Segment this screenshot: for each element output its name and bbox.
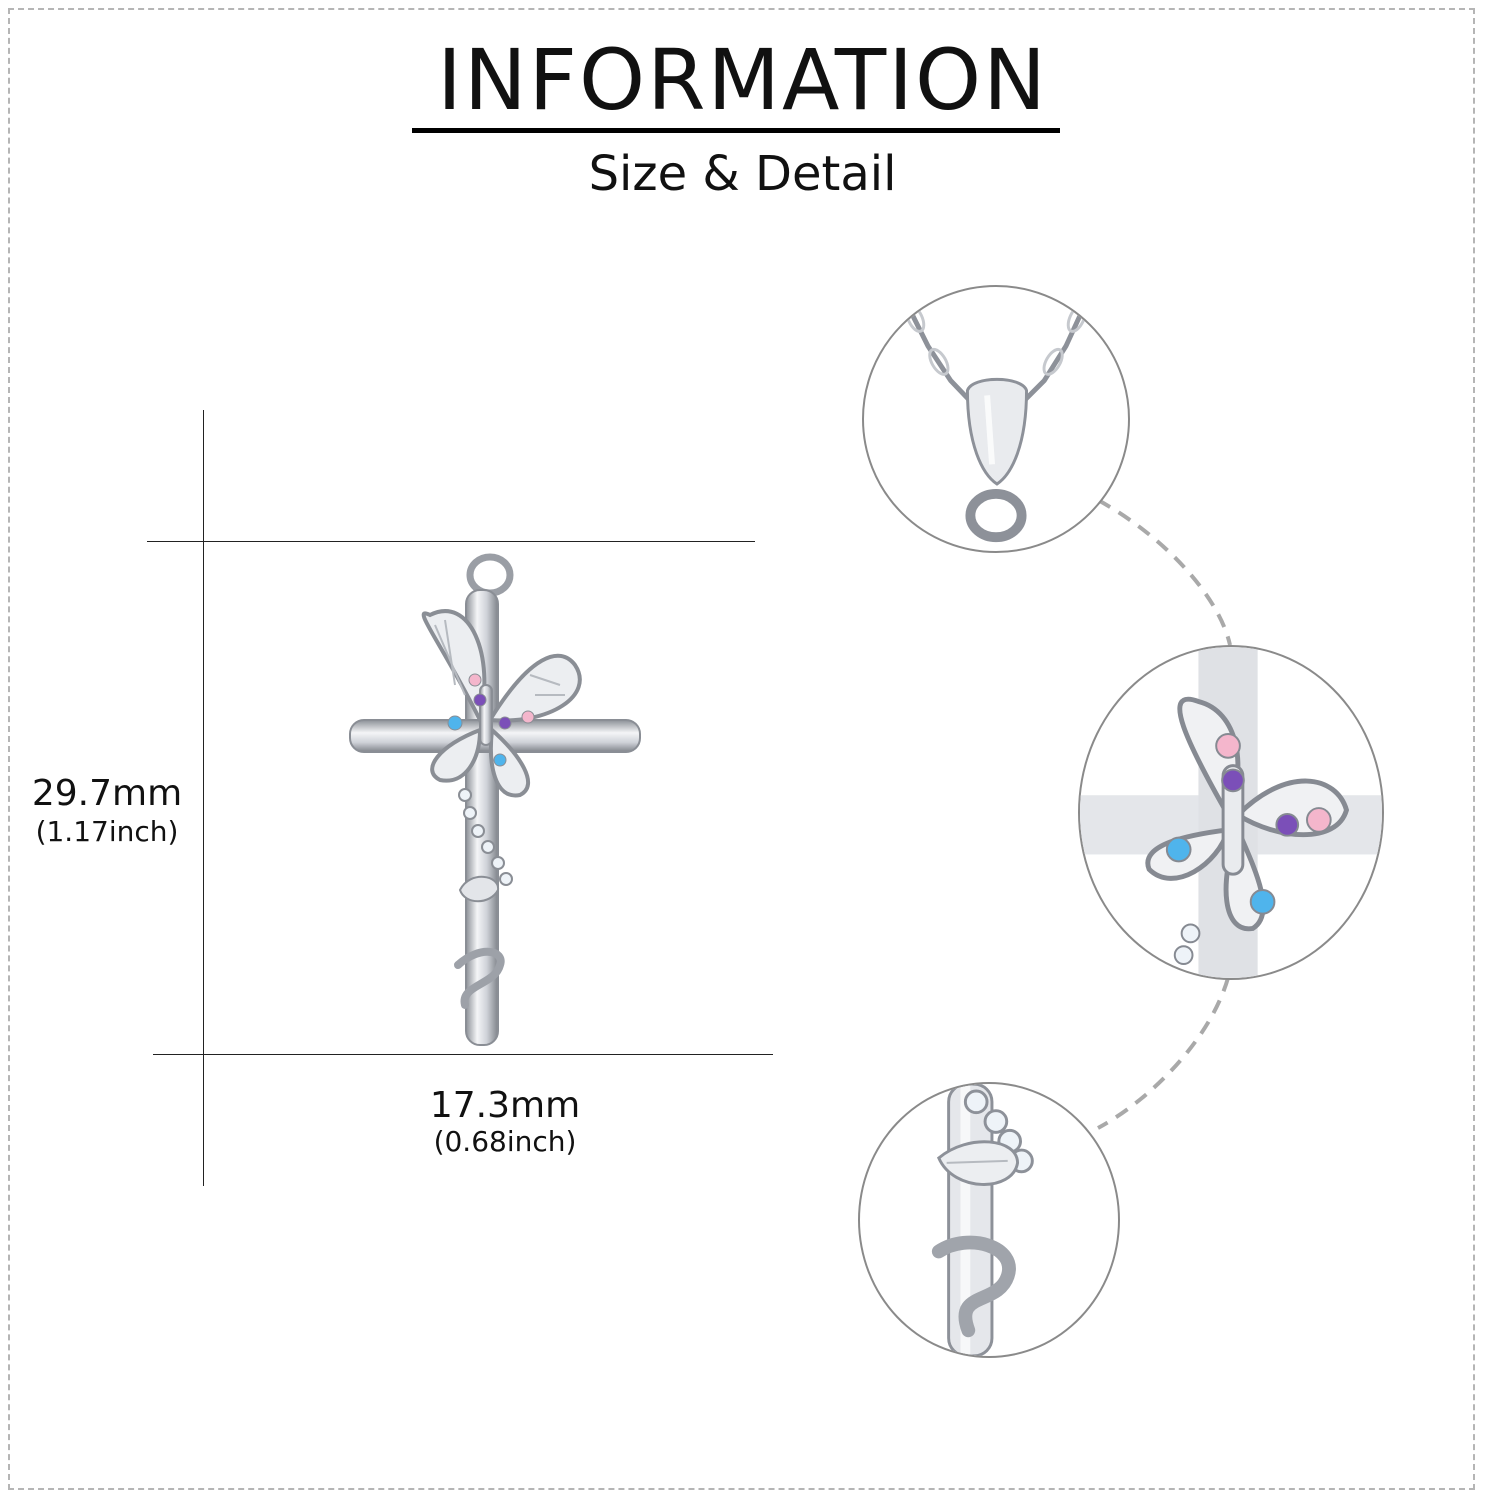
cross-butterfly-pendant-image (330, 545, 660, 1055)
bottom-guide-horizontal (153, 1054, 773, 1055)
vine-wrap-detail-image (858, 1082, 1120, 1358)
page-title: INFORMATION (437, 31, 1048, 129)
bail-chain-detail-image (862, 285, 1130, 553)
butterfly-detail-image (1078, 645, 1384, 980)
width-mm-label: 17.3mm (429, 1085, 581, 1126)
top-guide-horizontal (147, 541, 755, 542)
height-guide-vertical (203, 410, 204, 1186)
height-inch-label: (1.17inch) (35, 815, 179, 848)
title-underline (412, 128, 1060, 133)
page-border (8, 8, 1475, 1490)
height-mm-label: 29.7mm (31, 773, 183, 814)
page-subtitle: Size & Detail (588, 146, 897, 202)
width-inch-label: (0.68inch) (433, 1125, 577, 1158)
